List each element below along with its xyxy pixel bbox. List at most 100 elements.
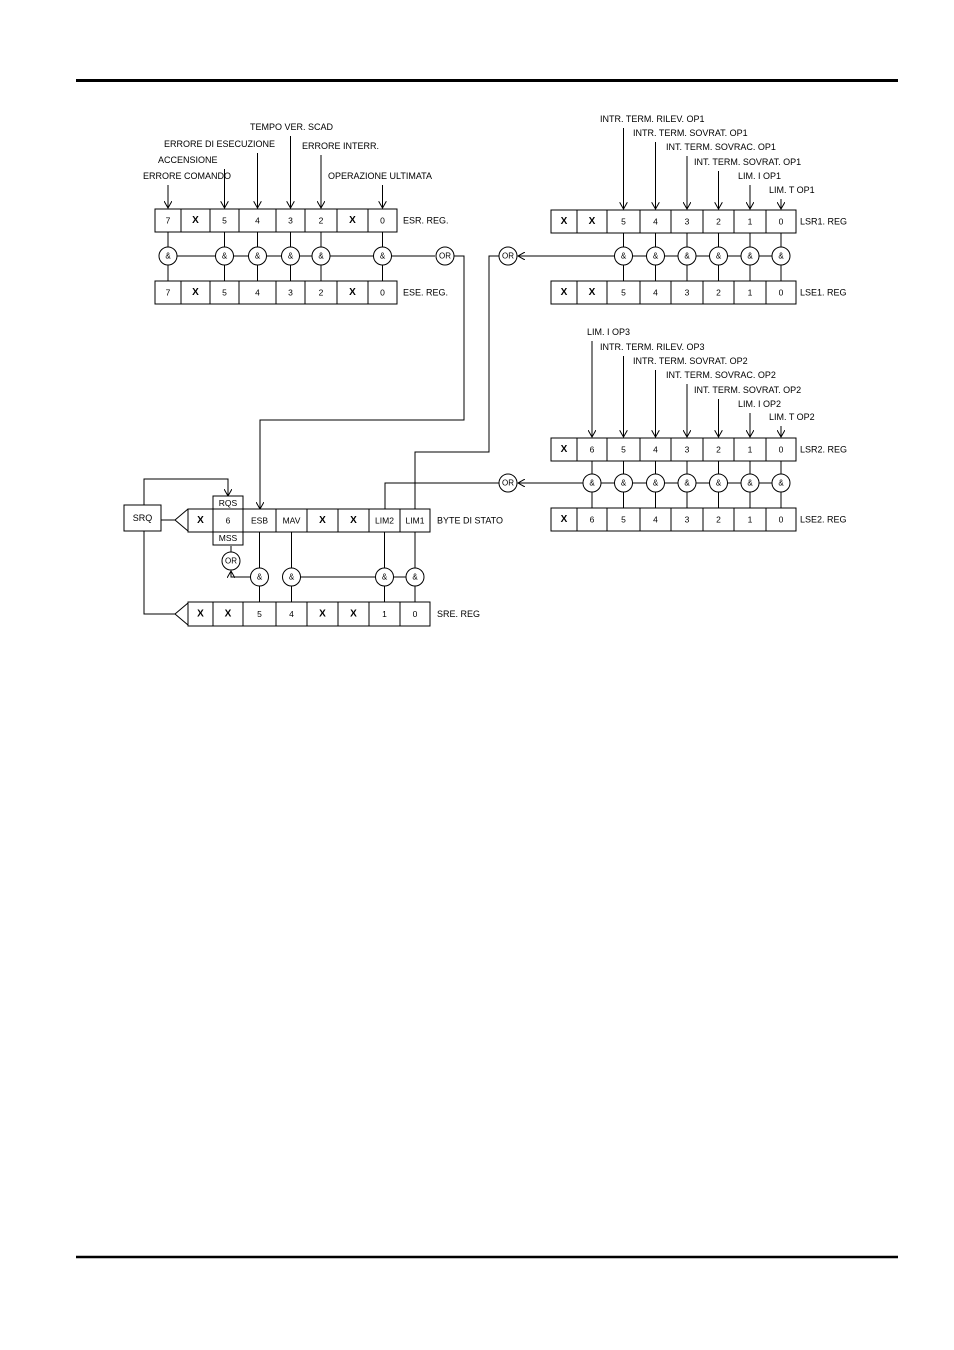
- lsr1-and-gate-2-circle: [677, 246, 697, 266]
- lsr2-and-gate-4-symbol: &: [716, 479, 722, 488]
- lsr2-input-label-5: LIM. I OP2: [738, 399, 781, 409]
- stb-name: BYTE DI STATO: [437, 516, 503, 526]
- lsr2-input-label-0: LIM. I OP3: [587, 327, 630, 337]
- lsr2-and-gate-4: &: [709, 473, 728, 493]
- esr-and-gate-0-symbol: &: [165, 252, 171, 261]
- sre-bit-2: 5: [257, 609, 262, 619]
- sre-bit-7: 0: [413, 609, 418, 619]
- esr-bit-5: 2: [319, 216, 324, 226]
- esr-and-gate-1-symbol: &: [222, 252, 228, 261]
- mss-or-gate: OR: [221, 551, 241, 571]
- lsr1-or-gate: OR: [498, 246, 518, 266]
- ese-bit-0: 7: [166, 288, 171, 298]
- lsr1-or-gate-symbol: OR: [502, 252, 514, 261]
- ese-bit-1: X: [192, 287, 199, 298]
- lsr2-and-gate-3-circle: [677, 473, 697, 493]
- lsr2-bit-7: 0: [779, 445, 784, 455]
- esr-and-gate-4: &: [311, 246, 331, 266]
- sre-and-gate-1-circle: [282, 567, 301, 587]
- lsr2-input-label-2: INTR. TERM. SOVRAT. OP2: [633, 356, 748, 366]
- esr-name: ESR. REG.: [403, 216, 449, 226]
- stb-rqs-mss-cell: [212, 495, 244, 546]
- stb-rqs-label: RQS: [219, 498, 238, 508]
- sre-bit-3: 4: [289, 609, 294, 619]
- esr-bit-2: 5: [222, 216, 227, 226]
- esr-and-gate-5-symbol: &: [380, 252, 386, 261]
- lsr1-and-gate-0: &: [614, 246, 633, 266]
- esr-and-gate-3-circle: [281, 246, 300, 266]
- mss-or-gate-symbol: OR: [225, 557, 237, 566]
- lsr1-summary-wire: [414, 255, 499, 509]
- lsr2-bit-6: 1: [748, 445, 753, 455]
- lsr1-and-gate-5-symbol: &: [778, 252, 784, 261]
- lsr2-and-gate-6-symbol: &: [778, 479, 784, 488]
- lsr2-and-gate-6: &: [771, 473, 791, 493]
- lsr1-bit-3: 4: [653, 217, 658, 227]
- lsr1-input-label-2: INT. TERM. SOVRAC. OP1: [666, 142, 776, 152]
- sre-and-gate-1: &: [282, 567, 301, 587]
- lsr2-and-gate-2-symbol: &: [653, 479, 659, 488]
- lsr1-input-label-4: LIM. I OP1: [738, 171, 781, 181]
- lsr1-frame: [550, 209, 797, 234]
- esr-and-gate-3-symbol: &: [288, 252, 294, 261]
- stb-bit-5: X: [350, 515, 357, 526]
- sre-bit-0: X: [197, 609, 204, 620]
- sre-input-chevron: [174, 602, 189, 626]
- lsr1-and-gate-2: &: [677, 246, 697, 266]
- esr-bit-7: 0: [380, 216, 385, 226]
- lsr1-and-gate-5: &: [771, 246, 791, 266]
- mss-or-gate-circle: [221, 551, 241, 571]
- srq-to-sre-wire: [143, 531, 175, 615]
- lsr2-or-gate: OR: [498, 473, 518, 493]
- esr-input-label-3: TEMPO VER. SCAD: [250, 122, 334, 132]
- lse1-bit-1: X: [589, 287, 596, 298]
- srq-label: SRQ: [133, 513, 153, 523]
- lsr1-and-gate-5-circle: [771, 246, 791, 266]
- esr-summary-wire: [260, 255, 465, 509]
- esr-and-gate-0-circle: [158, 246, 178, 266]
- lsr1-and-gate-4-circle: [740, 246, 760, 266]
- lse2-bit-1: 6: [590, 515, 595, 525]
- lsr1-and-gate-4-symbol: &: [747, 252, 753, 261]
- lse1-name: LSE1. REG: [800, 288, 847, 298]
- sre-bit-5: X: [350, 609, 357, 620]
- lsr1-and-gate-4: &: [740, 246, 760, 266]
- esr-input-label-0: ERRORE COMANDO: [143, 171, 231, 181]
- sre-and-gate-2: &: [375, 567, 394, 587]
- lsr1-input-label-3: INT. TERM. SOVRAT. OP1: [694, 157, 801, 167]
- esr-and-gate-2-symbol: &: [255, 252, 261, 261]
- stb-mss-label: MSS: [219, 533, 238, 543]
- esr-bit-3: 4: [255, 216, 260, 226]
- srq-to-rqs-wire: [143, 478, 228, 505]
- lsr1-and-gate-1: &: [646, 246, 665, 266]
- lsr1-bit-5: 2: [716, 217, 721, 227]
- lsr2-frame: [550, 437, 797, 462]
- esr-and-gate-4-symbol: &: [318, 252, 324, 261]
- esr-and-gate-4-circle: [311, 246, 331, 266]
- srq-block: SRQ: [123, 504, 162, 532]
- lsr2-and-gate-0-symbol: &: [589, 479, 595, 488]
- lse1-bit-2: 5: [621, 288, 626, 298]
- lse2-bit-7: 0: [779, 515, 784, 525]
- sre-bit-6: 1: [382, 609, 387, 619]
- esr-and-gate-1: &: [215, 246, 234, 266]
- lsr2-input-label-4: INT. TERM. SOVRAT. OP2: [694, 385, 801, 395]
- esr-and-gate-1-circle: [215, 246, 234, 266]
- esr-and-gate-5-circle: [373, 246, 392, 266]
- lse1-frame: [550, 280, 797, 305]
- stb-bit-4: X: [319, 515, 326, 526]
- lsr2-and-gate-2: &: [646, 473, 665, 493]
- lsr1-bit-1: X: [589, 216, 596, 227]
- lse2-bit-6: 1: [748, 515, 753, 525]
- stb-bit-2: ESB: [251, 516, 268, 526]
- sre-and-gate-1-symbol: &: [289, 573, 295, 582]
- lse1-bit-4: 3: [685, 288, 690, 298]
- lsr1-name: LSR1. REG: [800, 217, 847, 227]
- lsr1-and-gate-3-circle: [709, 246, 728, 266]
- lsr2-bit-2: 5: [621, 445, 626, 455]
- lsr2-and-gate-1: &: [614, 473, 633, 493]
